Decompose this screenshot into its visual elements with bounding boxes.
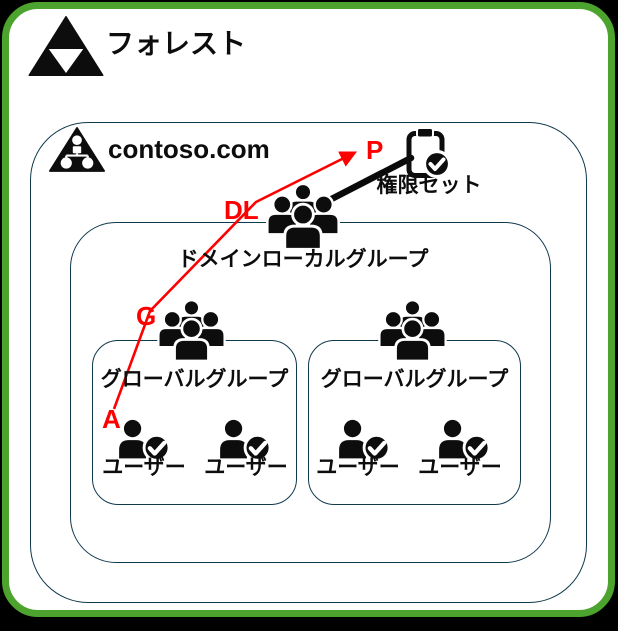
flow-label-a: A — [102, 404, 121, 434]
user-label: ユーザー — [102, 456, 186, 479]
domain-box — [30, 122, 587, 603]
domain-local-group-label: ドメインローカルグループ — [177, 248, 429, 271]
user-check-icon — [217, 418, 277, 466]
flow-label-dl: DL — [224, 195, 259, 225]
user-label: ユーザー — [418, 456, 502, 479]
clipboard-check-icon — [404, 127, 460, 179]
forest-label: フォレスト — [106, 28, 247, 59]
user-check-icon — [436, 418, 496, 466]
global-group-icon-left — [153, 299, 230, 363]
global-group-label-right: グローバルグループ — [320, 368, 509, 391]
domain-triangle-icon — [49, 126, 105, 173]
user-check-icon — [116, 418, 176, 466]
user-label: ユーザー — [316, 456, 400, 479]
user-label: ユーザー — [204, 456, 288, 479]
user-check-icon — [336, 418, 396, 466]
permission-set-label: 権限セット — [376, 174, 482, 197]
forest-triangle-icon — [28, 16, 104, 76]
global-group-label-left: グローバルグループ — [100, 368, 289, 391]
global-group-icon-right — [374, 299, 451, 363]
flow-label-g: G — [136, 301, 157, 331]
domain-local-group-icon — [260, 183, 346, 251]
flow-label-p: P — [366, 135, 384, 165]
domain-label: contoso.com — [108, 134, 270, 164]
